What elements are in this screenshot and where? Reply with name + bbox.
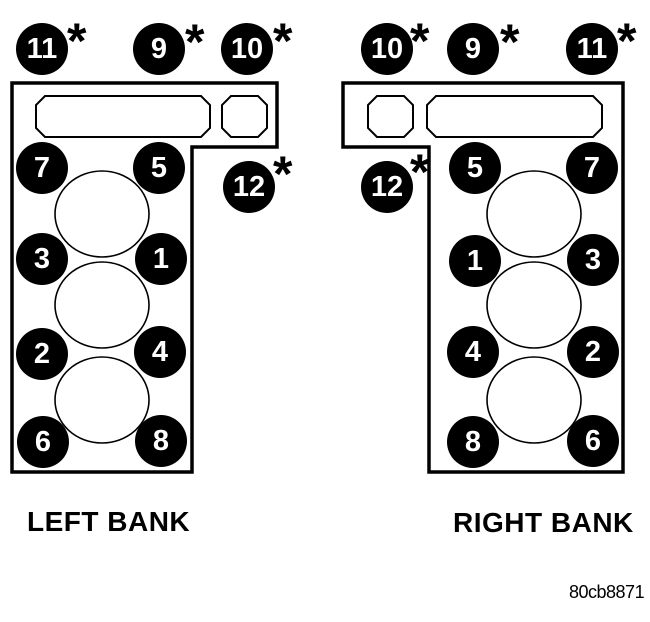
- bolt-8-left: 8: [135, 415, 187, 467]
- bolt-11-left: 11: [16, 23, 68, 75]
- bolt-10-right: 10: [361, 23, 413, 75]
- bolt-2-right: 2: [567, 326, 619, 378]
- bolt-10-left: 10: [221, 23, 273, 75]
- bolt-9-left: 9: [133, 23, 185, 75]
- right-bank-cylinder-bore-3: [486, 356, 582, 444]
- asterisk-bolt-9-left: *: [185, 14, 205, 70]
- left-bank-cylinder-bore-2: [54, 261, 150, 349]
- bolt-3-left: 3: [16, 233, 68, 285]
- bolt-12-right: 12: [361, 161, 413, 213]
- asterisk-bolt-10-left: *: [273, 13, 293, 69]
- left-bank-cylinder-bore-1: [54, 170, 150, 258]
- bolt-2-left: 2: [16, 328, 68, 380]
- bolt-6-left: 6: [17, 416, 69, 468]
- asterisk-bolt-12-left: *: [273, 146, 293, 202]
- asterisk-bolt-11-right: *: [617, 13, 637, 69]
- right-bank-cylinder-bore-1: [486, 170, 582, 258]
- bolt-5-left: 5: [133, 142, 185, 194]
- bolt-8-right: 8: [447, 416, 499, 468]
- left-bank-small-opening: [221, 95, 268, 138]
- bolt-3-right: 3: [567, 234, 619, 286]
- bolt-6-right: 6: [567, 415, 619, 467]
- asterisk-bolt-12-right: *: [410, 144, 430, 200]
- right-bank-cylinder-bore-2: [486, 261, 582, 349]
- bolt-11-right: 11: [566, 23, 618, 75]
- bolt-4-right: 4: [447, 326, 499, 378]
- bolt-7-left: 7: [16, 142, 68, 194]
- asterisk-bolt-10-right: *: [410, 13, 430, 69]
- left-bank-label: LEFT BANK: [27, 506, 191, 537]
- left-bank-cylinder-bore-3: [54, 356, 150, 444]
- figure-code: 80cb8871: [569, 582, 645, 602]
- bolt-12-left: 12: [223, 161, 275, 213]
- bolt-9-right: 9: [447, 23, 499, 75]
- right-bank-long-opening: [426, 95, 603, 138]
- right-bank-small-opening: [367, 95, 414, 138]
- left-bank-long-opening: [35, 95, 211, 138]
- bolt-5-right: 5: [449, 142, 501, 194]
- bolt-7-right: 7: [566, 142, 618, 194]
- asterisk-bolt-11-left: *: [67, 13, 87, 69]
- right-bank-label: RIGHT BANK: [453, 507, 634, 538]
- bolt-1-left: 1: [135, 233, 187, 285]
- asterisk-bolt-9-right: *: [500, 14, 520, 70]
- bolt-4-left: 4: [134, 326, 186, 378]
- bolt-1-right: 1: [449, 235, 501, 287]
